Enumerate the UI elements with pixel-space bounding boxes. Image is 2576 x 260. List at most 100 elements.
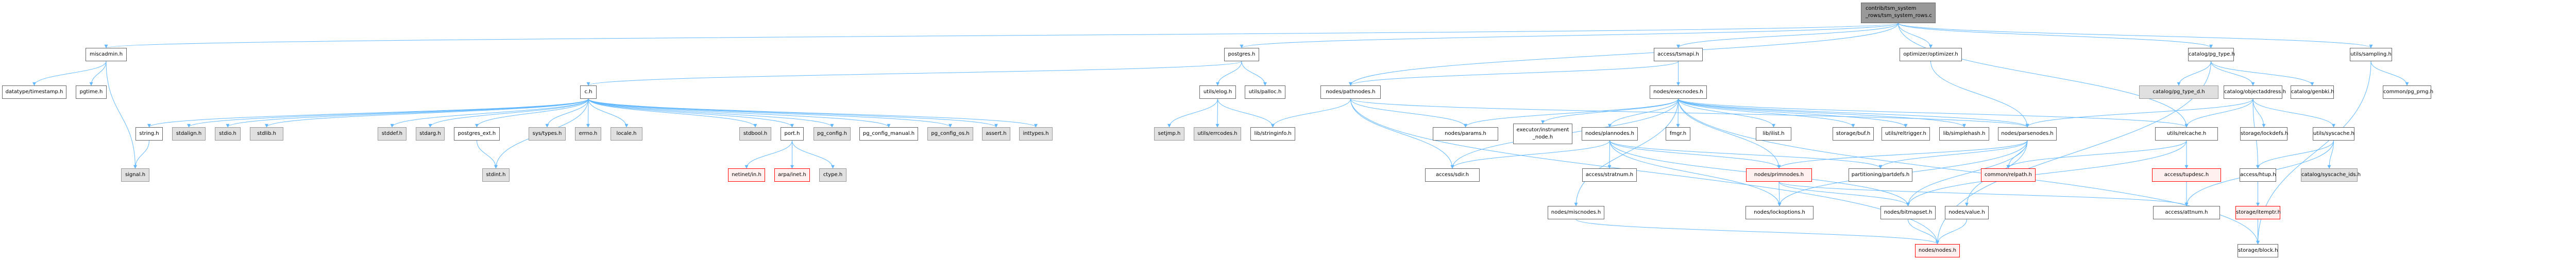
node-lib-stringinfo[interactable]: lib/stringinfo.h [1250,127,1295,141]
node-access-htup[interactable]: access/htup.h [2240,168,2276,182]
node-postgres[interactable]: postgres.h [1224,48,1259,61]
node-executor-instrument-node[interactable]: executor/instrument _node.h [1513,124,1572,144]
edge-value-to-nodes [1936,219,1967,245]
node-fmgr[interactable]: fmgr.h [1666,127,1690,141]
edge-execnodes-to-simplehash [1678,98,1966,128]
edge-sampling-to-pg_prng [2370,61,2409,86]
node-string[interactable]: string.h [135,127,163,141]
edge-ch-to-stdarg [428,98,589,128]
node-access-stratnum[interactable]: access/stratnum.h [1582,168,1637,182]
node-stdio[interactable]: stdio.h [215,127,241,141]
node-access-tsmapi[interactable]: access/tsmapi.h [1654,48,1703,61]
node-postgres-ext[interactable]: postgres_ext.h [454,127,500,141]
node-nodes-params[interactable]: nodes/params.h [1433,127,1498,141]
node-stdbool[interactable]: stdbool.h [739,127,771,141]
node-nodes-lockoptions[interactable]: nodes/lockoptions.h [1745,206,1814,219]
edge-root-to-relcache [1898,23,2189,128]
node-c-h[interactable]: c.h [580,85,597,99]
node-common-relpath[interactable]: common/relpath.h [1981,168,2036,182]
node-utils-elog[interactable]: utils/elog.h [1199,85,1236,99]
node-common-pg-prng[interactable]: common/pg_prng.h [2383,85,2433,99]
edge-postgres-to-palloc [1241,61,1267,86]
edge-pathnodes-to-stringinfo [1271,98,1351,128]
node-utils-relcache[interactable]: utils/relcache.h [2155,127,2218,141]
edge-optimizer-to-parsenodes [1930,61,2029,128]
node-pg-config[interactable]: pg_config.h [814,127,851,141]
node-arpa-inet[interactable]: arpa/inet.h [774,168,810,182]
edge-ch-to-systypes [545,98,589,128]
node-access-attnum[interactable]: access/attnum.h [2153,206,2220,219]
node-inttypes[interactable]: inttypes.h [1019,127,1053,141]
node-setjmp[interactable]: setjmp.h [1154,127,1184,141]
edge-plannodes-to-primnodes [1609,140,1781,169]
node-access-tupdesc[interactable]: access/tupdesc.h [2152,168,2221,182]
node-catalog-pg-type-d[interactable]: catalog/pg_type_d.h [2139,85,2218,99]
edge-execnodes-to-relcache [1678,98,2189,128]
edge-execnodes-to-reltrigger [1678,98,1908,128]
node-nodes-bitmapset[interactable]: nodes/bitmapset.h [1880,206,1936,219]
node-netinet-in[interactable]: netinet/in.h [728,168,765,182]
node-stddef[interactable]: stddef.h [378,127,406,141]
node-datatype-timestamp[interactable]: datatype/timestamp.h [2,85,66,99]
edge-root-to-postgres [1240,23,1899,48]
node-errno[interactable]: errno.h [575,127,601,141]
node-assert[interactable]: assert.h [982,127,1010,141]
edge-ch-to-stdbool [588,98,757,128]
node-utils-palloc[interactable]: utils/palloc.h [1245,85,1285,99]
node-pgtime[interactable]: pgtime.h [76,85,107,99]
node-signal[interactable]: signal.h [121,168,149,182]
edge-objectaddress-to-syscache [2252,98,2335,128]
node-stdlib[interactable]: stdlib.h [250,127,283,141]
node-port[interactable]: port.h [781,127,804,141]
node-lib-ilist[interactable]: lib/ilist.h [1756,127,1791,141]
node-nodes-value[interactable]: nodes/value.h [1945,206,1989,219]
edge-postgres_ext-to-stdint [477,140,498,169]
node-catalog-objectaddress[interactable]: catalog/objectaddress.h [2224,85,2286,99]
node-nodes-primnodes[interactable]: nodes/primnodes.h [1746,168,1812,182]
node-partitioning-partdefs[interactable]: partitioning/partdefs.h [1849,168,1912,182]
node-catalog-pg-type[interactable]: catalog/pg_type.h [2188,48,2235,61]
edge-syscache-to-syscache_ids [2327,140,2334,169]
node-stdarg[interactable]: stdarg.h [416,127,445,141]
node-utils-errcodes[interactable]: utils/errcodes.h [1194,127,1241,141]
node-nodes-plannodes[interactable]: nodes/plannodes.h [1582,127,1638,141]
node-nodes-parsenodes[interactable]: nodes/parsenodes.h [1998,127,2057,141]
node-utils-sampling[interactable]: utils/sampling.h [2350,48,2392,61]
edge-plannodes-to-partdefs [1609,140,1883,169]
edge-ch-to-assert [588,98,998,128]
edge-postgres-to-elog [1216,61,1242,86]
node-access-sdir[interactable]: access/sdir.h [1425,168,1480,182]
edge-pg_type-to-genbki [2211,61,2314,86]
node-sys-types[interactable]: sys/types.h [529,127,566,141]
node-storage-buf[interactable]: storage/buf.h [1833,127,1874,141]
node-stdalign[interactable]: stdalign.h [172,127,206,141]
node-storage-itemptr[interactable]: storage/itemptr.h [2235,206,2281,219]
node-utils-syscache[interactable]: utils/syscache.h [2313,127,2354,141]
node-stdint[interactable]: stdint.h [482,168,510,182]
edge-primnodes-to-bitmapset [1778,181,1910,206]
edge-execnodes-to-buf [1678,98,1855,128]
edge-port-to-ctype [792,140,835,169]
node-nodes-pathnodes[interactable]: nodes/pathnodes.h [1320,85,1381,99]
node-nodes-miscnodes[interactable]: nodes/miscnodes.h [1548,206,1604,219]
node-nodes-execnodes[interactable]: nodes/execnodes.h [1650,85,1707,99]
node-storage-block[interactable]: storage/block.h [2238,244,2278,257]
edge-elog-to-setjmp [1167,98,1218,128]
edge-ch-to-stdio [226,98,589,128]
node-utils-reltrigger[interactable]: utils/reltrigger.h [1882,127,1930,141]
edge-elog-to-errcodes [1215,98,1219,128]
node-ctype[interactable]: ctype.h [819,168,846,182]
edge-root-to-miscadmin [105,23,1899,48]
node-catalog-syscache-ids[interactable]: catalog/syscache_ids.h [2301,168,2361,182]
node-pg-config-os[interactable]: pg_config_os.h [927,127,973,141]
node-pg-config-manual[interactable]: pg_config_manual.h [859,127,918,141]
node-optimizer-optimizer[interactable]: optimizer/optimizer.h [1900,48,1962,61]
node-storage-lockdefs[interactable]: storage/lockdefs.h [2240,127,2288,141]
node-catalog-genbki[interactable]: catalog/genbki.h [2291,85,2334,99]
edge-ch-to-locale [588,98,629,128]
node-lib-simplehash[interactable]: lib/simplehash.h [1939,127,1989,141]
node-miscadmin[interactable]: miscadmin.h [86,48,127,61]
edge-parsenodes-to-bitmapset [1906,140,2028,206]
node-locale[interactable]: locale.h [611,127,642,141]
node-nodes-nodes[interactable]: nodes/nodes.h [1915,244,1960,257]
